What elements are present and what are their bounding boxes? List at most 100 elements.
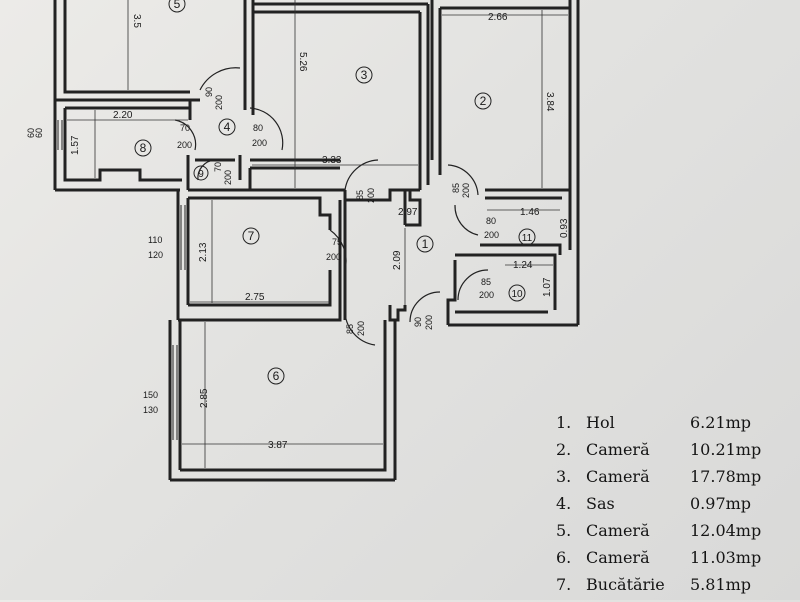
room-number-circles <box>134 0 536 385</box>
room-8-walls <box>53 100 192 192</box>
door-arc-r4 <box>199 67 241 91</box>
legend-index: 1. <box>556 413 572 432</box>
legend-room-area: 17.78mp <box>690 467 762 486</box>
legend-room-name: Cameră <box>586 548 650 567</box>
dim-r11-width: 1.46 <box>520 207 540 218</box>
opening-r7-b: 200 <box>326 252 341 262</box>
room-circle-3 <box>355 66 373 84</box>
legend-index: 2. <box>556 440 572 459</box>
door-arc-r4b <box>249 107 284 151</box>
room-number-4: 4 <box>224 120 231 134</box>
legend-index: 5. <box>556 521 572 540</box>
room-area-legend: 1. Hol 6.21mp 2. Cameră 10.21mp 3. Camer… <box>556 413 786 602</box>
legend-room-name: Sas <box>586 494 615 513</box>
room-circle-10 <box>508 284 526 302</box>
room-number-9: 9 <box>198 169 204 180</box>
room-number-10: 10 <box>511 289 523 300</box>
legend-room-area: 0.97mp <box>690 494 752 513</box>
opening-r10-a: 85 <box>481 277 491 287</box>
opening-r2-b: 200 <box>461 183 471 198</box>
dim-r6-height: 2.85 <box>199 388 210 408</box>
legend-room-name: Hol <box>586 413 615 432</box>
room-6-walls <box>168 320 397 482</box>
legend-row: 6. Cameră 11.03mp <box>556 548 786 575</box>
opening-hall-a: 85 <box>355 190 365 200</box>
room-1-walls <box>338 190 422 322</box>
legend-room-name: Cameră <box>586 467 650 486</box>
room-circle-6 <box>267 367 285 385</box>
room-number-6: 6 <box>273 369 280 383</box>
opening-r6-a: 85 <box>345 324 355 334</box>
window-r8-a: 60 <box>26 128 36 138</box>
room-numbers: 1 2 3 4 5 6 7 8 9 10 11 <box>140 0 533 383</box>
dim-r7-height: 2.13 <box>198 242 209 262</box>
room-circle-1 <box>416 235 434 253</box>
window-r6-a: 150 <box>143 390 158 400</box>
legend-room-area: 12.04mp <box>690 521 762 540</box>
room-number-1: 1 <box>422 237 429 251</box>
opening-r1-b: 200 <box>424 315 434 330</box>
window-marks <box>57 120 186 440</box>
opening-r2-a: 85 <box>451 183 461 193</box>
door-arc-r8 <box>174 119 197 151</box>
dim-r5-height: 3.5 <box>131 14 142 28</box>
door-arc-r10 <box>457 269 489 301</box>
legend-row: 3. Cameră 17.78mp <box>556 467 786 494</box>
legend-index: 6. <box>556 548 572 567</box>
room-number-8: 8 <box>140 141 147 155</box>
opening-r9-a: 70 <box>213 162 223 172</box>
opening-r8-b: 200 <box>177 140 192 150</box>
opening-r7-a: 75 <box>332 237 342 247</box>
dim-r8-width: 2.20 <box>113 110 133 121</box>
room-circle-11 <box>518 228 536 246</box>
door-arcs <box>174 67 489 346</box>
room-7-walls <box>176 190 342 322</box>
legend-room-area: 11.03mp <box>690 548 762 567</box>
dimension-labels: 3.5 5.26 2.66 3.84 2.20 1.57 3.33 2.97 2… <box>70 12 570 451</box>
opening-r8-a: 70 <box>180 123 190 133</box>
room-circle-2 <box>474 92 492 110</box>
dimension-lines <box>67 0 568 468</box>
dim-r6-width: 3.87 <box>268 440 288 451</box>
room-2-walls <box>430 0 580 325</box>
opening-r1-a: 90 <box>413 317 423 327</box>
opening-r4b-a: 80 <box>253 123 263 133</box>
opening-r11-a: 80 <box>486 216 496 226</box>
legend-room-area: 6.21mp <box>690 413 752 432</box>
legend-room-name: Cameră <box>586 521 650 540</box>
window-r8-b: 60 <box>34 128 44 138</box>
door-arc-r7 <box>329 229 347 271</box>
dim-r3-height: 5.26 <box>297 52 308 72</box>
dim-r2-width: 2.66 <box>488 12 508 23</box>
dim-r10-height: 1.07 <box>542 277 553 297</box>
legend-room-name: Bucătărie <box>586 575 665 594</box>
hall-walls <box>248 158 422 202</box>
door-arc-r6 <box>344 309 376 346</box>
door-arc-r11 <box>454 204 479 236</box>
legend-row: 5. Cameră 12.04mp <box>556 521 786 548</box>
opening-r4-b: 200 <box>214 95 224 110</box>
room-number-2: 2 <box>480 94 487 108</box>
legend-row: 4. Sas 0.97mp <box>556 494 786 521</box>
legend-index: 3. <box>556 467 572 486</box>
dim-r2-height: 3.84 <box>544 92 555 112</box>
dim-r8-height: 1.57 <box>70 135 81 155</box>
dim-hall2-width: 2.97 <box>398 207 418 218</box>
room-number-3: 3 <box>361 68 368 82</box>
room-10-walls <box>446 253 578 327</box>
legend-index: 7. <box>556 575 572 594</box>
legend-room-area: 10.21mp <box>690 440 762 459</box>
window-r7-b: 120 <box>148 250 163 260</box>
room-number-7: 7 <box>248 229 255 243</box>
room-3-walls <box>253 2 430 185</box>
opening-r4-a: 90 <box>204 87 214 97</box>
room-circle-5 <box>168 0 186 13</box>
room-circle-7 <box>242 227 260 245</box>
opening-r9-b: 200 <box>223 170 233 185</box>
dim-r7-width: 2.75 <box>245 292 265 303</box>
legend-room-name: Cameră <box>586 440 650 459</box>
dim-hall-width: 3.33 <box>322 155 342 166</box>
room-circle-4 <box>218 118 236 136</box>
room-circle-8 <box>134 139 152 157</box>
